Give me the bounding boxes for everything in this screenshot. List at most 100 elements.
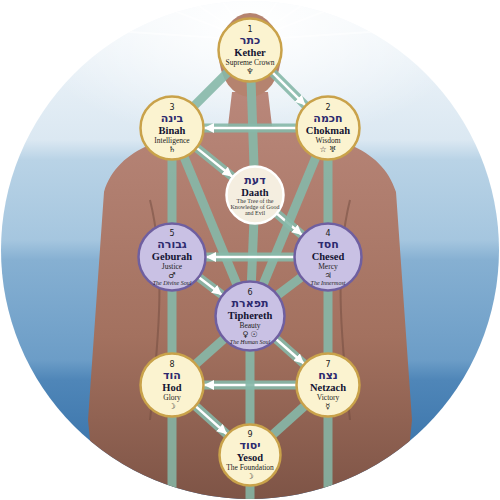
sephirah-name: Tiphereth: [228, 310, 273, 321]
path-band: [273, 406, 304, 434]
path-band: [168, 291, 177, 353]
path-connector: [197, 148, 233, 177]
sephirah-meaning: Justice: [162, 262, 182, 271]
path-band: [196, 406, 227, 434]
sephirah-circle: דעתDaathThe Tree of the Knowledge of Goo…: [225, 165, 285, 225]
sephirah-meaning: Beauty: [239, 321, 260, 330]
sephirah-circle: 5גבורהGeburahJustice♂The Divine Soul: [137, 222, 207, 292]
soul-subtitle: The Innermost: [311, 280, 346, 286]
path-band: [273, 73, 306, 106]
planet-symbol: ☽: [246, 472, 253, 481]
path-band: [278, 278, 301, 295]
sephirah-number: 8: [169, 360, 174, 369]
path-band: [324, 160, 333, 223]
sephirah-name: Daath: [241, 187, 268, 198]
path-connector: [196, 406, 227, 434]
sephirah-name: Netzach: [310, 382, 346, 393]
path-connector: [172, 291, 173, 353]
sephirah-circle: 9יסודYesodThe Foundation☽: [218, 423, 282, 487]
hebrew-name: תפארת: [232, 297, 269, 310]
path-band: [199, 278, 222, 295]
planet-symbol: ♄: [168, 145, 175, 154]
hebrew-name: בינה: [161, 112, 184, 125]
sephirah-circle: 1כתרKetherSupreme Crown♆: [217, 17, 283, 83]
planet-symbol: ☽: [168, 402, 175, 411]
planet-symbol: ☿: [326, 402, 331, 411]
path-connector: [328, 291, 329, 353]
hebrew-name: גבורה: [157, 238, 187, 251]
sephirah-meaning: The Foundation: [226, 463, 274, 472]
hebrew-name: כתר: [240, 34, 260, 47]
sephirah-number: 4: [325, 229, 330, 238]
sephirah-meaning: Mercy: [318, 262, 338, 271]
path-connector: [199, 278, 222, 295]
sephirah-number: 7: [325, 360, 330, 369]
sephirah-name: Chokmah: [306, 125, 350, 136]
sephirah-circle: 4חסדChesedMercy♃The Innermost: [293, 222, 363, 292]
sephirah-name: Geburah: [152, 251, 192, 262]
path-band: [276, 339, 304, 364]
planet-symbol: ☆ ♅: [320, 145, 337, 154]
path-band: [197, 148, 233, 177]
path-band: [168, 160, 177, 223]
lightning-arrow: [276, 339, 304, 364]
planet-symbol: ♀ ☉: [242, 330, 258, 339]
sephirah-meaning: Glory: [163, 393, 181, 402]
sephirah-number: 2: [325, 103, 330, 112]
lightning-arrow: [197, 148, 233, 177]
sephirah-circle: 8הודHodGlory☽: [139, 352, 205, 418]
path-band: [204, 124, 296, 133]
lightning-arrow: [196, 406, 227, 434]
path-band: [324, 291, 333, 353]
planet-symbol: ♂: [168, 271, 175, 280]
sephirah-circle: 7נצחNetzachVictory☿: [295, 352, 361, 418]
hebrew-name: דעת: [244, 174, 265, 187]
path-connector: [204, 128, 296, 129]
path-connector: [273, 73, 306, 106]
path-connector: [195, 73, 228, 106]
sephirah-number: 1: [247, 25, 252, 34]
paths-to-malkuth: [172, 410, 328, 500]
path-band: [196, 339, 224, 364]
path-connector: [172, 160, 173, 223]
path-connector: [278, 278, 301, 295]
sephirah-number: 5: [169, 229, 174, 238]
lightning-arrow: [273, 73, 306, 106]
hebrew-name: נצח: [318, 369, 338, 382]
hebrew-name: יסוד: [240, 439, 261, 452]
sephirah-meaning: Intelligence: [154, 136, 189, 145]
planet-symbol: ♃: [324, 271, 331, 280]
soul-subtitle: The Divine Soul: [153, 280, 192, 286]
path-connector: [250, 351, 251, 424]
path-connector: [328, 160, 329, 223]
sephirah-name: Yesod: [237, 452, 263, 463]
sephirah-name: Hod: [162, 382, 181, 393]
path-band: [206, 253, 294, 262]
path-connector: [273, 406, 304, 434]
sephirah-name: Kether: [234, 47, 266, 58]
sephirah-name: Chesed: [312, 251, 345, 262]
sephirah-number: 9: [247, 430, 252, 439]
path-connector: [276, 339, 304, 364]
lightning-arrow: [206, 256, 294, 259]
planet-symbol: ♆: [246, 67, 253, 76]
path-connector: [206, 257, 294, 258]
path-band: [246, 351, 255, 424]
sephirah-meaning: Victory: [317, 393, 339, 402]
lightning-arrow: [204, 127, 296, 130]
hebrew-name: חכמה: [313, 112, 342, 125]
description: The Tree of the Knowledge of Good and Ev…: [230, 198, 280, 216]
sephirah-circle: 2חכמהChokmahWisdom☆ ♅: [295, 95, 361, 161]
path-band: [195, 73, 228, 106]
path-connector: [196, 339, 224, 364]
hebrew-name: חסד: [317, 238, 339, 251]
lightning-arrow: [199, 278, 222, 295]
sephirah-number: 3: [169, 103, 174, 112]
sephirah-number: 6: [247, 288, 252, 297]
sephirah-meaning: Supreme Crown: [226, 58, 275, 67]
soul-subtitle: The Human Soul: [230, 339, 270, 345]
hebrew-name: הוד: [163, 369, 181, 382]
sephirah-circle: 3בינהBinahIntelligence♄: [139, 95, 205, 161]
sephirah-circle: 6תפארתTipherethBeauty♀ ☉The Human Soul: [214, 280, 286, 352]
